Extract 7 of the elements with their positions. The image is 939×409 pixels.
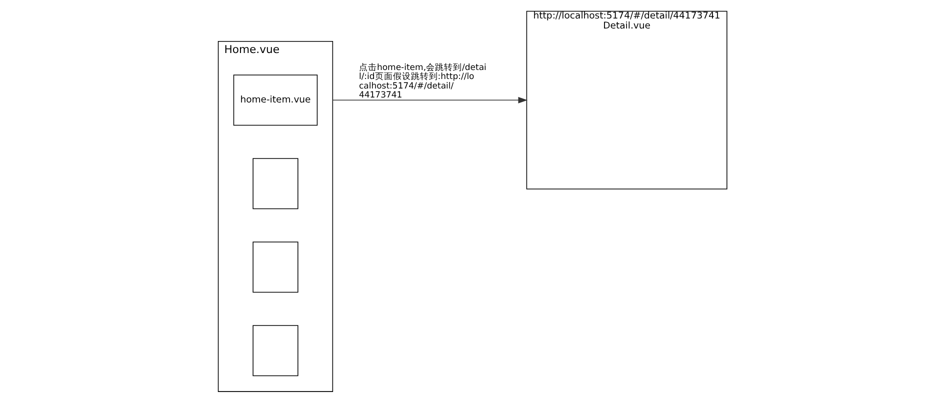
- node-box: home-item.vue: [233, 74, 318, 126]
- node-box: [252, 242, 298, 293]
- arrow: [332, 96, 528, 104]
- node-box: http://localhost:5174/#/detail/44173741 Detail.vue: [526, 10, 728, 190]
- node-box: [252, 158, 298, 210]
- node-box: [252, 325, 298, 376]
- edge-label: 点击home-item,会跳转到/detail/:id页面假设跳转到:http://localhost:5174/#/detail/44173741: [358, 62, 486, 101]
